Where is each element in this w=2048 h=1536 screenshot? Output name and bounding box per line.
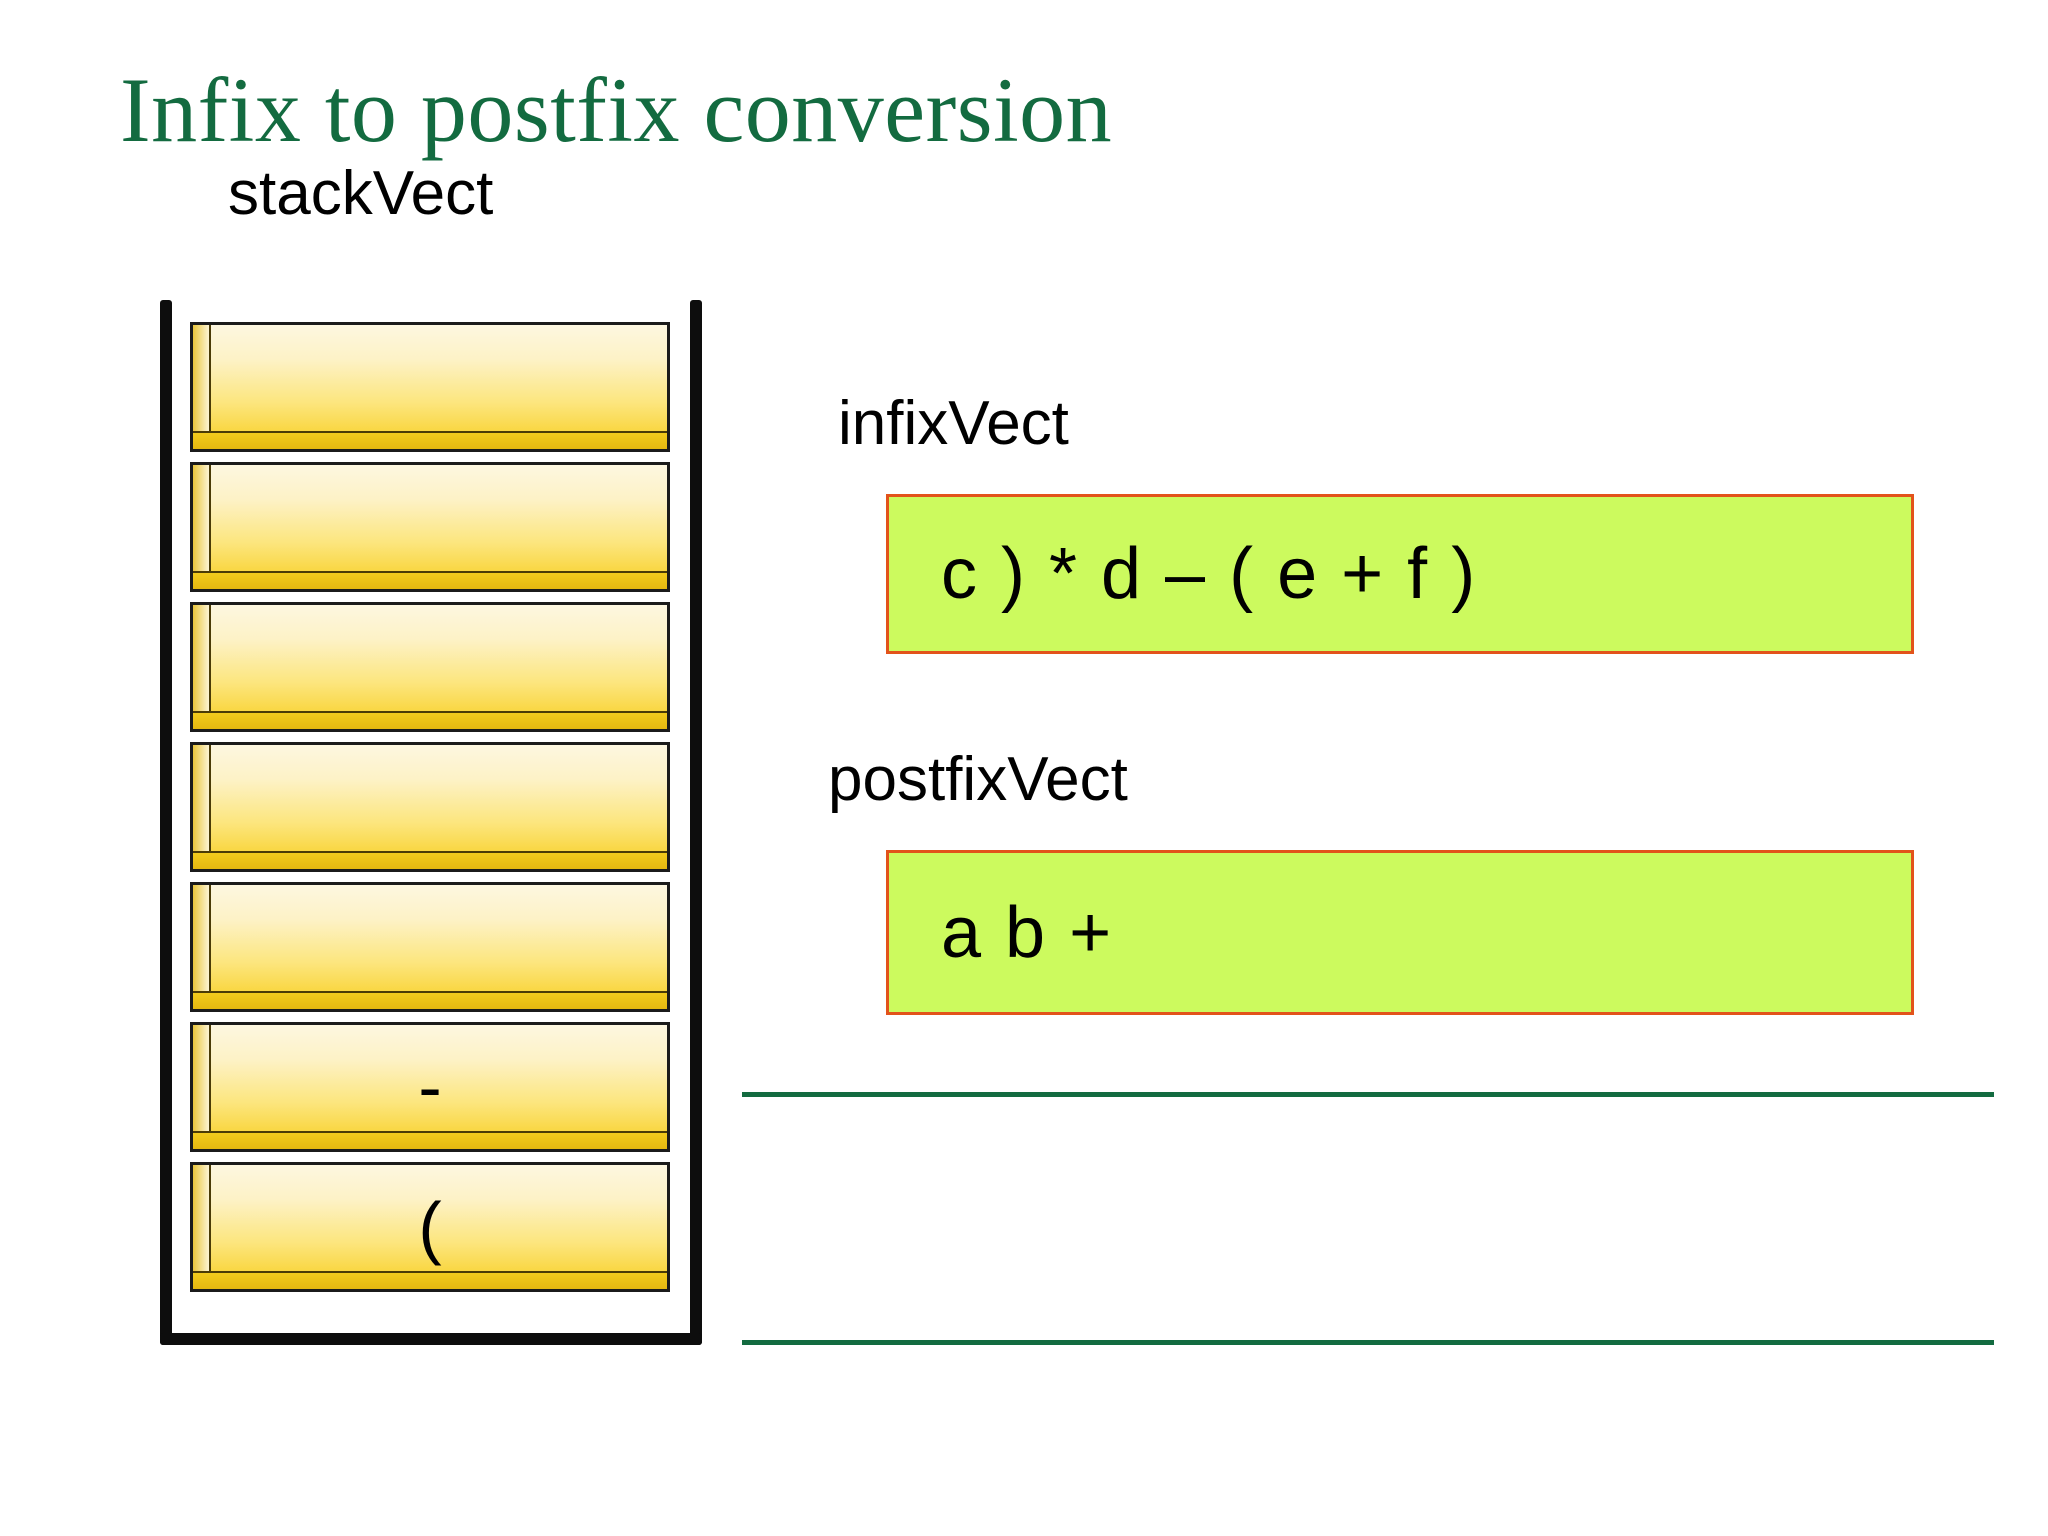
cell-bevel-left-icon (193, 745, 211, 869)
cell-bevel-bottom-icon (193, 711, 667, 729)
postfix-vect-label: postfixVect (828, 745, 1128, 814)
postfix-expression: a b + (941, 892, 1114, 973)
stack-diagram: - ( (150, 300, 710, 1350)
stack-cell-value: ( (418, 1188, 442, 1266)
stack-vect-label: stackVect (228, 159, 494, 228)
stack-wall-left (160, 300, 172, 1345)
stack-cell (190, 462, 670, 592)
cell-bevel-left-icon (193, 1165, 211, 1289)
cell-bevel-left-icon (193, 885, 211, 1009)
divider-rule-bottom (742, 1340, 1994, 1345)
stack-cell-list: - ( (190, 322, 670, 1302)
infix-vect-label: infixVect (838, 389, 1069, 458)
cell-bevel-bottom-icon (193, 991, 667, 1009)
infix-expression: c ) * d – ( e + f ) (941, 534, 1478, 614)
cell-bevel-bottom-icon (193, 851, 667, 869)
divider-rule-top (742, 1092, 1994, 1097)
infix-vect-box: c ) * d – ( e + f ) (886, 494, 1914, 654)
postfix-vect-box: a b + (886, 850, 1914, 1015)
cell-bevel-left-icon (193, 605, 211, 729)
cell-bevel-bottom-icon (193, 1271, 667, 1289)
cell-bevel-left-icon (193, 325, 211, 449)
cell-bevel-bottom-icon (193, 431, 667, 449)
cell-bevel-left-icon (193, 465, 211, 589)
stack-cell-value: - (418, 1048, 442, 1126)
page-title: Infix to postfix conversion (120, 59, 1113, 161)
stack-cell: - (190, 1022, 670, 1152)
cell-bevel-bottom-icon (193, 571, 667, 589)
cell-bevel-bottom-icon (193, 1131, 667, 1149)
cell-bevel-left-icon (193, 1025, 211, 1149)
stack-cell (190, 322, 670, 452)
stack-floor (160, 1333, 702, 1345)
stack-cell (190, 602, 670, 732)
stack-wall-right (690, 300, 702, 1345)
stack-cell (190, 882, 670, 1012)
stack-cell: ( (190, 1162, 670, 1292)
stack-cell (190, 742, 670, 872)
